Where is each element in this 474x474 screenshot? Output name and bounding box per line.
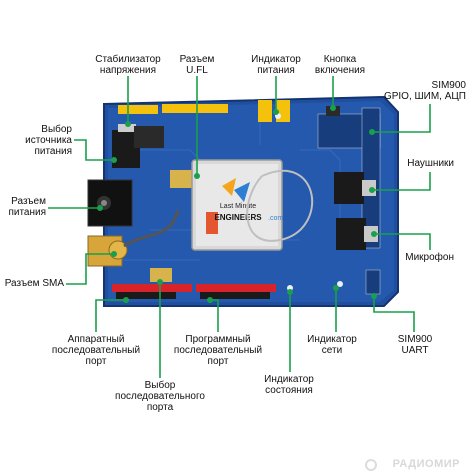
pointer-microphone <box>374 233 431 250</box>
pointer-sim900-uart-dot <box>371 293 377 299</box>
pointer-hw-serial <box>95 299 126 332</box>
pointer-power-indicator-dot <box>273 109 279 115</box>
pointer-ufl-dot <box>194 173 200 179</box>
label-sma: Разъем SMA <box>4 278 64 289</box>
label-power-jack: Разъем питания <box>8 196 46 218</box>
pointer-net-indicator-dot <box>333 285 339 291</box>
pointer-power-button-dot <box>330 105 336 111</box>
audio-jacks <box>334 172 378 250</box>
label-sw-serial: Программный последовательный порт <box>173 334 263 367</box>
pointer-sma <box>66 253 114 285</box>
pointer-headphones-dot <box>369 187 375 193</box>
module-logo-line2: ENGINEERS <box>214 213 262 222</box>
gsm-module: Last Minute ENGINEERS .com <box>191 159 283 251</box>
uart-header <box>365 269 381 295</box>
pointer-lines <box>48 76 431 378</box>
pointer-sw-serial-dot <box>207 297 213 303</box>
power-select-block <box>112 124 192 188</box>
pointer-status-indicator-dot <box>287 289 293 295</box>
pointer-power-jack-dot <box>97 205 103 211</box>
pointer-sim900-gpio-dot <box>369 129 375 135</box>
label-serial-select: Выбор последовательного порта <box>115 380 205 413</box>
label-hw-serial: Аппаратный последовательный порт <box>51 334 141 367</box>
label-power-source-select: Выбор источника питания <box>25 124 72 157</box>
gpio-header <box>317 107 381 249</box>
pointer-serial-select-dot <box>157 279 163 285</box>
pointer-power-source-select-dot <box>111 157 117 163</box>
module-logo-line3: .com <box>268 215 283 222</box>
label-net-indicator: Индикатор сети <box>307 334 357 356</box>
module-logo-line1: Last Minute <box>220 203 256 210</box>
net-led <box>337 281 343 287</box>
watermark: РАДИОМИР <box>392 458 460 470</box>
label-headphones: Наушники <box>407 158 454 169</box>
label-ufl: Разъем U.FL <box>179 54 215 76</box>
ufl-cable <box>246 169 314 242</box>
pointer-stabilizer-dot <box>125 121 131 127</box>
bottom-header-red <box>112 268 276 299</box>
watermark-logo-icon <box>365 459 377 471</box>
label-power-button: Кнопка включения <box>314 54 366 76</box>
pointer-power-source-select <box>74 139 114 161</box>
pointer-headphones <box>372 172 431 191</box>
label-status-indicator: Индикатор состояния <box>264 374 314 396</box>
label-sim900-uart: SIM900 UART <box>397 334 433 356</box>
pointer-sma-dot <box>111 251 117 257</box>
label-sim900-gpio: SIM900 GPIO, ШИМ, АЦП <box>383 80 466 102</box>
pointer-sim900-gpio <box>372 104 431 133</box>
label-stabilizer: Стабилизатор напряжения <box>95 54 161 76</box>
dc-jack <box>87 179 133 227</box>
pointer-microphone-dot <box>371 231 377 237</box>
label-microphone: Микрофон <box>405 252 454 263</box>
pointer-sim900-uart <box>373 296 415 332</box>
label-power-indicator: Индикатор питания <box>251 54 301 76</box>
pointer-hw-serial-dot <box>123 297 129 303</box>
